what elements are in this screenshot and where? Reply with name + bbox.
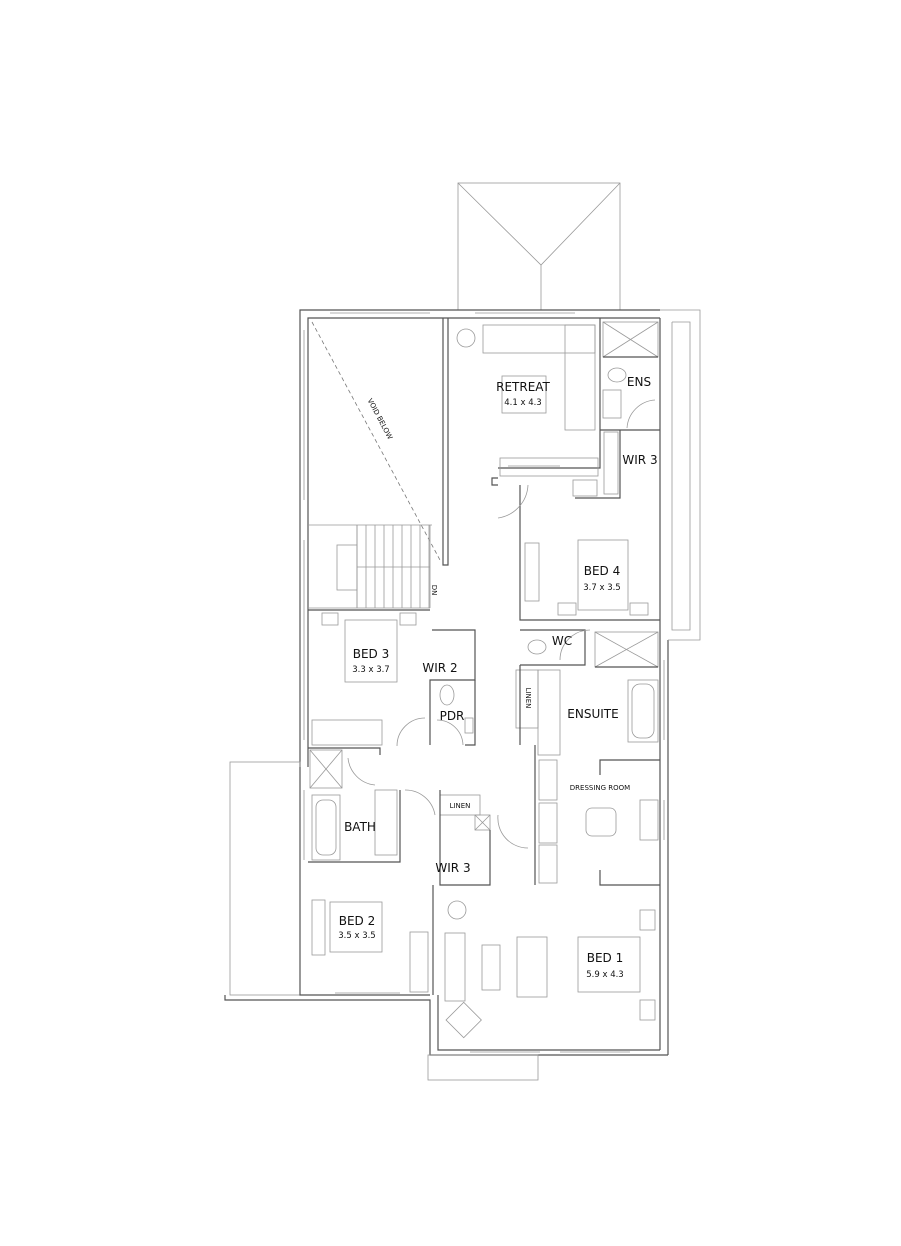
bed1-label: BED 1 <box>587 951 624 965</box>
wir3-top-label: WIR 3 <box>622 453 657 467</box>
retreat-label: RETREAT <box>496 380 550 394</box>
bath-label: BATH <box>344 820 376 834</box>
bed3-label: BED 3 <box>353 647 390 661</box>
linen-lower-label: LINEN <box>450 802 471 810</box>
roof-porch <box>457 182 621 311</box>
room-labels: RETREAT 4.1 x 4.3 ENS WIR 3 BED 4 3.7 x … <box>338 375 657 980</box>
ens-label: ENS <box>627 375 651 389</box>
pdr-label: PDR <box>440 709 465 723</box>
bed3-dims: 3.3 x 3.7 <box>352 665 389 675</box>
wir2-label: WIR 2 <box>422 661 457 675</box>
bed2-label: BED 2 <box>339 914 376 928</box>
void-area: VOID BELOW <box>311 318 449 566</box>
bed4-dims: 3.7 x 3.5 <box>583 583 620 593</box>
void-label: VOID BELOW <box>366 397 394 441</box>
retreat-dims: 4.1 x 4.3 <box>504 398 541 408</box>
exterior-walls <box>224 309 701 1081</box>
interior-walls <box>308 318 660 1039</box>
bed4-label: BED 4 <box>584 564 621 578</box>
ensuite-label: ENSUITE <box>567 707 618 721</box>
wir3-lower-label: WIR 3 <box>435 861 470 875</box>
stair-direction-label: DN <box>430 585 438 596</box>
bed1-dims: 5.9 x 4.3 <box>586 970 623 980</box>
dressing-room-label: DRESSING ROOM <box>570 784 630 792</box>
linen-upper-label: LINEN <box>524 688 532 709</box>
bed2-dims: 3.5 x 3.5 <box>338 931 375 941</box>
staircase: DN <box>308 524 438 609</box>
wc-label: WC <box>552 634 572 648</box>
